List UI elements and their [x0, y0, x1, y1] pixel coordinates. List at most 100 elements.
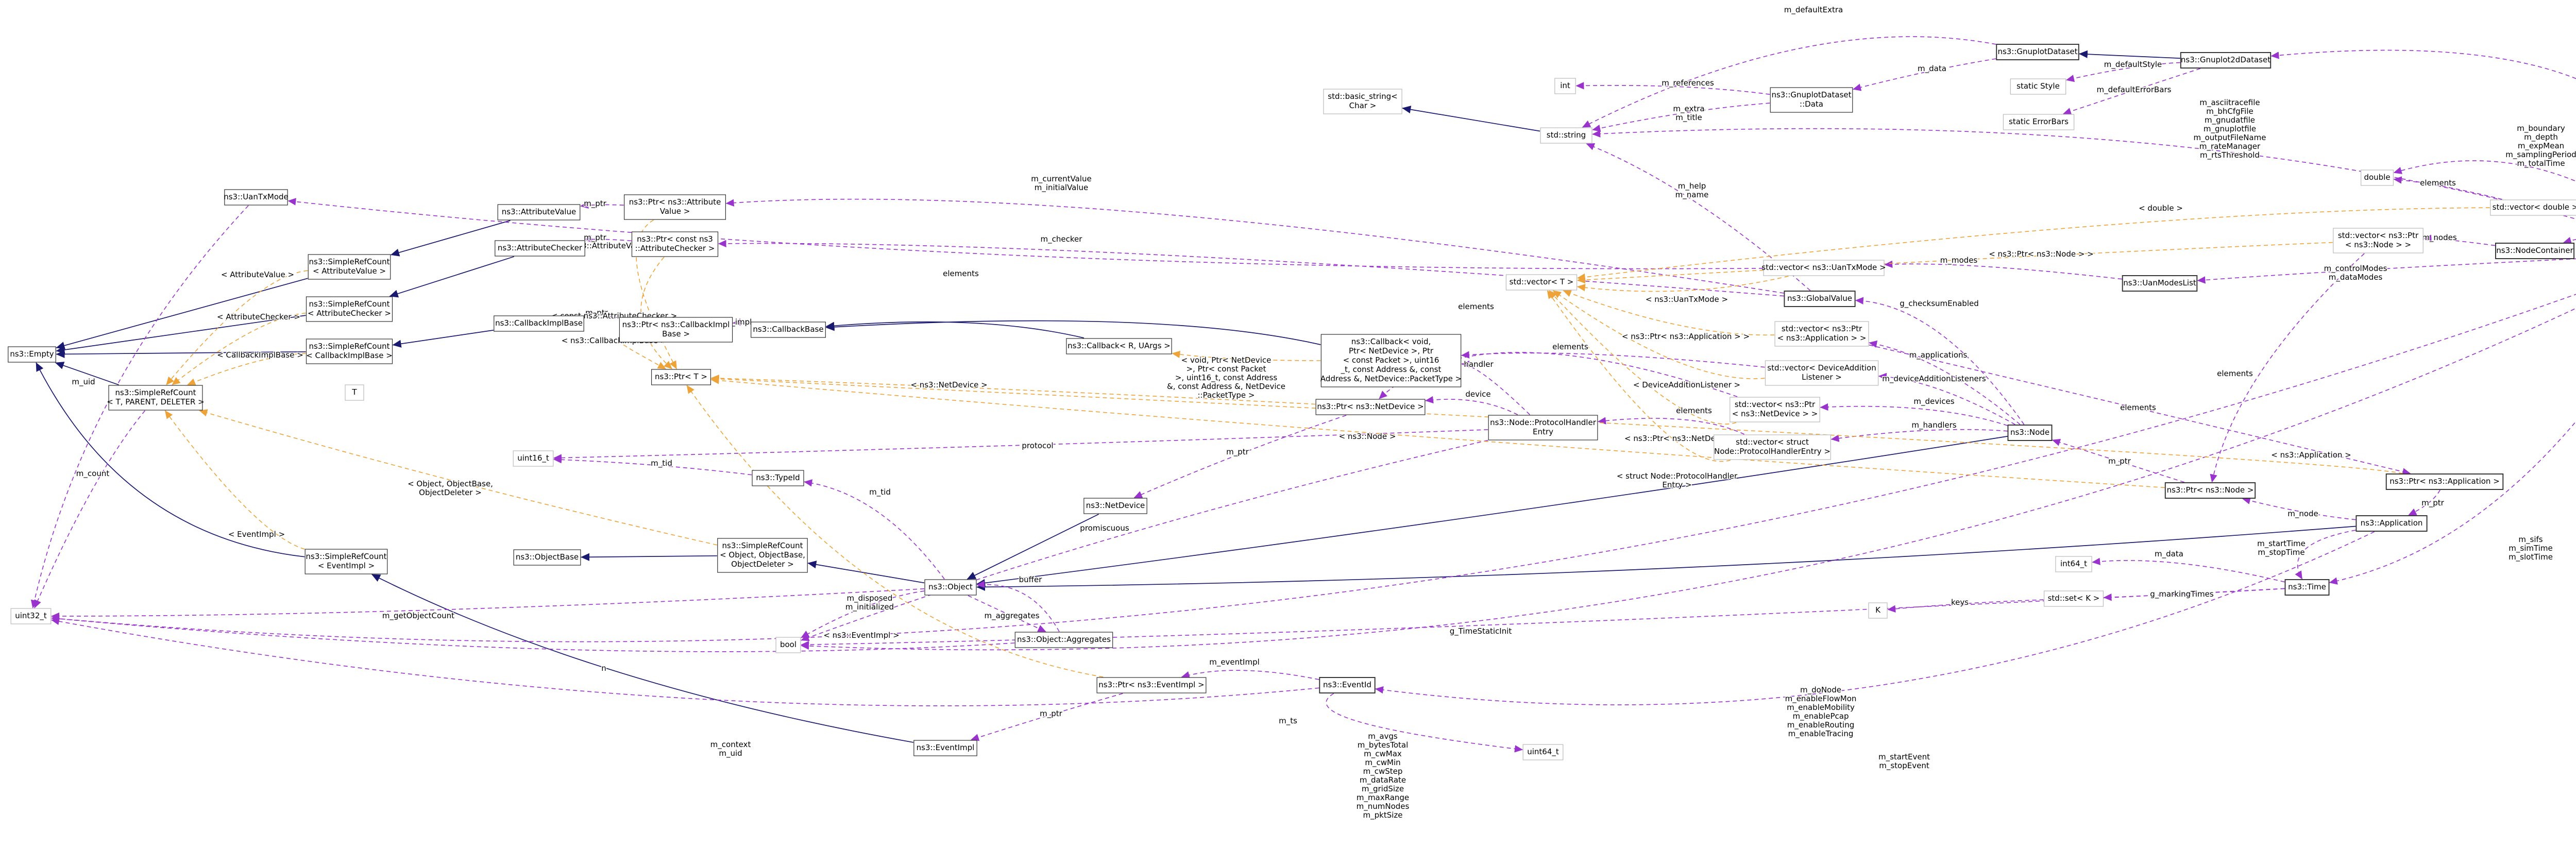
edge-label-src_av-src_tpd: < AttributeValue > — [221, 270, 294, 279]
class-node-src_tpd[interactable] — [108, 385, 203, 411]
class-node-vec_nd[interactable] — [1730, 397, 1820, 422]
class-node-eventid[interactable] — [1319, 677, 1376, 693]
edge-label-object-aggregates: m_aggregates — [984, 611, 1039, 621]
edge-label-ptr_app-application: m_ptr — [2421, 498, 2445, 508]
class-node-time[interactable] — [2284, 579, 2330, 596]
class-node-src_av[interactable] — [308, 254, 391, 280]
class-node-src_cib[interactable] — [306, 338, 393, 364]
class-node-cb_ruargs[interactable] — [1066, 338, 1172, 354]
class-node-uint32[interactable] — [10, 608, 52, 624]
class-node-uint64[interactable] — [1522, 744, 1564, 760]
edge-member-nodecontainer-vec_ptrnode — [2423, 234, 2496, 246]
edge-label-g2d-errorbars: m_defaultErrorBars — [2097, 85, 2172, 95]
class-node-gds[interactable] — [1996, 44, 2079, 60]
edge-member-node-globalvalue — [1855, 297, 2025, 425]
class-node-ptr_t[interactable] — [651, 369, 711, 385]
edge-member-cbbase-ptr_cib — [732, 318, 751, 326]
class-node-objbase[interactable] — [513, 549, 581, 566]
edge-member-phe-bool — [801, 439, 1488, 641]
class-node-empty[interactable] — [8, 346, 56, 363]
class-node-vec_dal[interactable] — [1765, 360, 1879, 386]
class-node-src_obj[interactable] — [717, 538, 808, 573]
class-node-cib[interactable] — [494, 315, 584, 332]
edge-member-node-vec_dal — [1878, 372, 2015, 425]
class-node-attrchecker[interactable] — [495, 240, 585, 257]
edge-member-node-vec_app — [1869, 340, 2021, 425]
edge-label-uanmodeslist-vec_uan: m_modes — [1940, 256, 1978, 265]
class-node-double[interactable] — [2361, 170, 2394, 186]
class-node-vec_phe[interactable] — [1714, 434, 1831, 460]
edge-member-gds-string — [1582, 36, 1996, 128]
class-node-uint16[interactable] — [513, 450, 554, 467]
edge-member-vec_phe-phe — [1598, 417, 1745, 435]
class-node-uantxmode[interactable] — [224, 189, 288, 206]
class-node-vec_uan[interactable] — [1763, 260, 1885, 276]
edge-template-vec_app-vec_t — [1563, 290, 1775, 336]
class-node-object[interactable] — [924, 579, 977, 596]
class-node-string[interactable] — [1540, 127, 1592, 144]
class-node-uanmodeslist[interactable] — [2122, 275, 2198, 292]
class-node-set_k[interactable] — [2043, 590, 2104, 607]
class-node-bool[interactable] — [775, 637, 801, 653]
class-node-vec_app[interactable] — [1774, 321, 1869, 347]
class-node-src_ac[interactable] — [306, 296, 393, 322]
edge-member-uanmodeslist-vec_uan — [1884, 260, 2122, 280]
edge-label-src_ei-src_tpd: < EventImpl > — [228, 530, 285, 539]
edge-member-eventid-ptr_ei — [1181, 670, 1319, 680]
class-node-gds_data[interactable] — [1770, 87, 1853, 113]
class-node-ptr_nd[interactable] — [1315, 399, 1426, 415]
class-node-vec_t[interactable] — [1505, 274, 1578, 291]
class-node-T[interactable] — [345, 384, 364, 401]
edge-member-node-vec_phe — [1831, 429, 2008, 442]
edge-label-aggregates-object: buffer — [1019, 575, 1043, 584]
class-node-phe[interactable] — [1488, 415, 1598, 441]
class-node-ptr_av[interactable] — [623, 194, 726, 220]
class-node-eventimpl[interactable] — [913, 740, 977, 756]
class-node-g2d[interactable] — [2180, 52, 2272, 69]
edge-member-object-uint32 — [51, 588, 925, 620]
class-node-nodecontainer[interactable] — [2495, 243, 2575, 259]
edge-inheritance-node-object — [976, 436, 2008, 587]
class-node-src_ei[interactable] — [304, 549, 388, 574]
edge-label-src_ac-src_tpd: < AttributeChecker > — [217, 312, 300, 321]
edge-member-phe-cb_big — [1461, 360, 1530, 415]
class-node-ptr_app[interactable] — [2385, 473, 2504, 490]
class-node-int64[interactable] — [2055, 556, 2092, 572]
edge-template-vec_nd-vec_t — [1549, 290, 1737, 425]
class-node-style[interactable] — [2010, 78, 2066, 95]
class-node-int[interactable] — [1554, 78, 1576, 94]
edge-label-vec_ptrnode-vec_t: < ns3::Ptr< ns3::Node > > — [1989, 249, 2094, 259]
edge-label-eventid-uint64: m_ts — [1279, 716, 1297, 726]
class-node-ptr_ei[interactable] — [1096, 677, 1207, 693]
class-node-vec_double[interactable] — [2490, 199, 2576, 216]
class-node-aggregates[interactable] — [1014, 632, 1113, 648]
class-node-netdevice[interactable] — [1083, 498, 1147, 514]
class-node-node[interactable] — [2007, 425, 2053, 441]
edge-label-g2d-style: m_defaultStyle — [2104, 60, 2162, 70]
edge-member-node-vec_nd — [1820, 403, 2008, 426]
class-node-ptr_cac[interactable] — [631, 231, 719, 257]
class-node-ptr_node[interactable] — [2164, 482, 2256, 499]
edge-inheritance-attrchecker-src_ac — [389, 256, 515, 298]
class-node-errorbars[interactable] — [2003, 114, 2075, 130]
class-node-typeid[interactable] — [752, 470, 804, 486]
edge-member-ptr_ei-eventimpl — [970, 693, 1123, 741]
edge-template-src_cib-src_tpd — [187, 353, 306, 385]
class-node-globalvalue[interactable] — [1784, 291, 1856, 307]
class-node-cb_big[interactable] — [1320, 334, 1462, 387]
class-node-attrvalue[interactable] — [497, 204, 581, 221]
edge-member-experiment-time — [2329, 420, 2576, 585]
class-node-basicstring[interactable] — [1323, 89, 1402, 114]
class-node-K[interactable] — [1868, 602, 1888, 619]
class-node-ptr_cib[interactable] — [619, 317, 733, 343]
class-node-vec_ptrnode[interactable] — [2333, 228, 2424, 253]
class-node-application[interactable] — [2355, 515, 2428, 532]
edge-label-node-vec_phe: m_handlers — [1911, 420, 1956, 430]
class-node-cbbase[interactable] — [751, 321, 826, 338]
